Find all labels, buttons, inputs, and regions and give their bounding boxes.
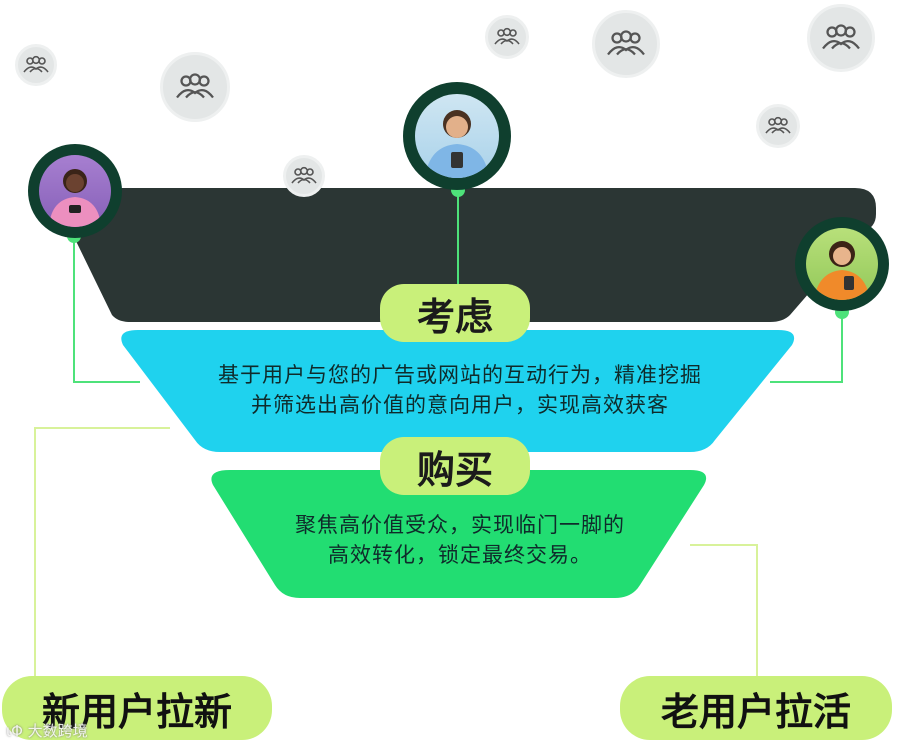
funnel-stage-1 [121, 330, 795, 452]
stage-1-text-line-1: 基于用户与您的广告或网站的互动行为，精准挖掘 [218, 363, 702, 387]
left-avatar-connector [73, 236, 140, 383]
people-group-icon [607, 30, 645, 56]
audience-bubble [756, 104, 800, 148]
person-pink-hoodie-icon [49, 169, 101, 227]
left-outline-line [34, 427, 170, 690]
people-group-icon [291, 166, 317, 184]
people-group-icon [494, 27, 520, 45]
audience-bubble [283, 155, 325, 197]
audience-bubble [807, 4, 875, 72]
stage-1-description: 基于用户与您的广告或网站的互动行为，精准挖掘 并筛选出高价值的意向用户，实现高效… [160, 360, 760, 420]
audience-bubble [15, 44, 57, 86]
audience-bubble [485, 15, 529, 59]
funnel-top-band [55, 188, 877, 322]
avatar-right [795, 217, 889, 311]
stage-2-label: 购买 [380, 437, 530, 495]
person-orange-top-icon [814, 241, 870, 300]
watermark: ιΦ 大数跨境 [6, 722, 88, 740]
person-blue-sweater-icon [425, 110, 489, 178]
new-user-acquisition-label: 新用户拉新 [2, 676, 272, 740]
audience-bubble [592, 10, 660, 78]
existing-user-reactivation-label: 老用户拉活 [620, 676, 892, 740]
people-group-icon [822, 24, 860, 50]
right-outline-line [690, 544, 758, 680]
stage-2-text-line-2: 高效转化，锁定最终交易。 [328, 543, 592, 567]
stage-1-text-line-2: 并筛选出高价值的意向用户，实现高效获客 [251, 393, 669, 417]
stage-1-label: 考虑 [380, 284, 530, 342]
stage-2-text-line-1: 聚焦高价值受众，实现临门一脚的 [295, 513, 625, 537]
people-group-icon [23, 55, 49, 73]
audience-bubble [160, 52, 230, 122]
avatar-center [403, 82, 511, 190]
stage-2-description: 聚焦高价值受众，实现临门一脚的 高效转化，锁定最终交易。 [230, 510, 690, 570]
right-avatar-connector [770, 312, 843, 383]
people-group-icon [765, 116, 791, 134]
people-group-icon [176, 73, 214, 99]
avatar-left [28, 144, 122, 238]
funnel-stage-2 [211, 470, 707, 598]
